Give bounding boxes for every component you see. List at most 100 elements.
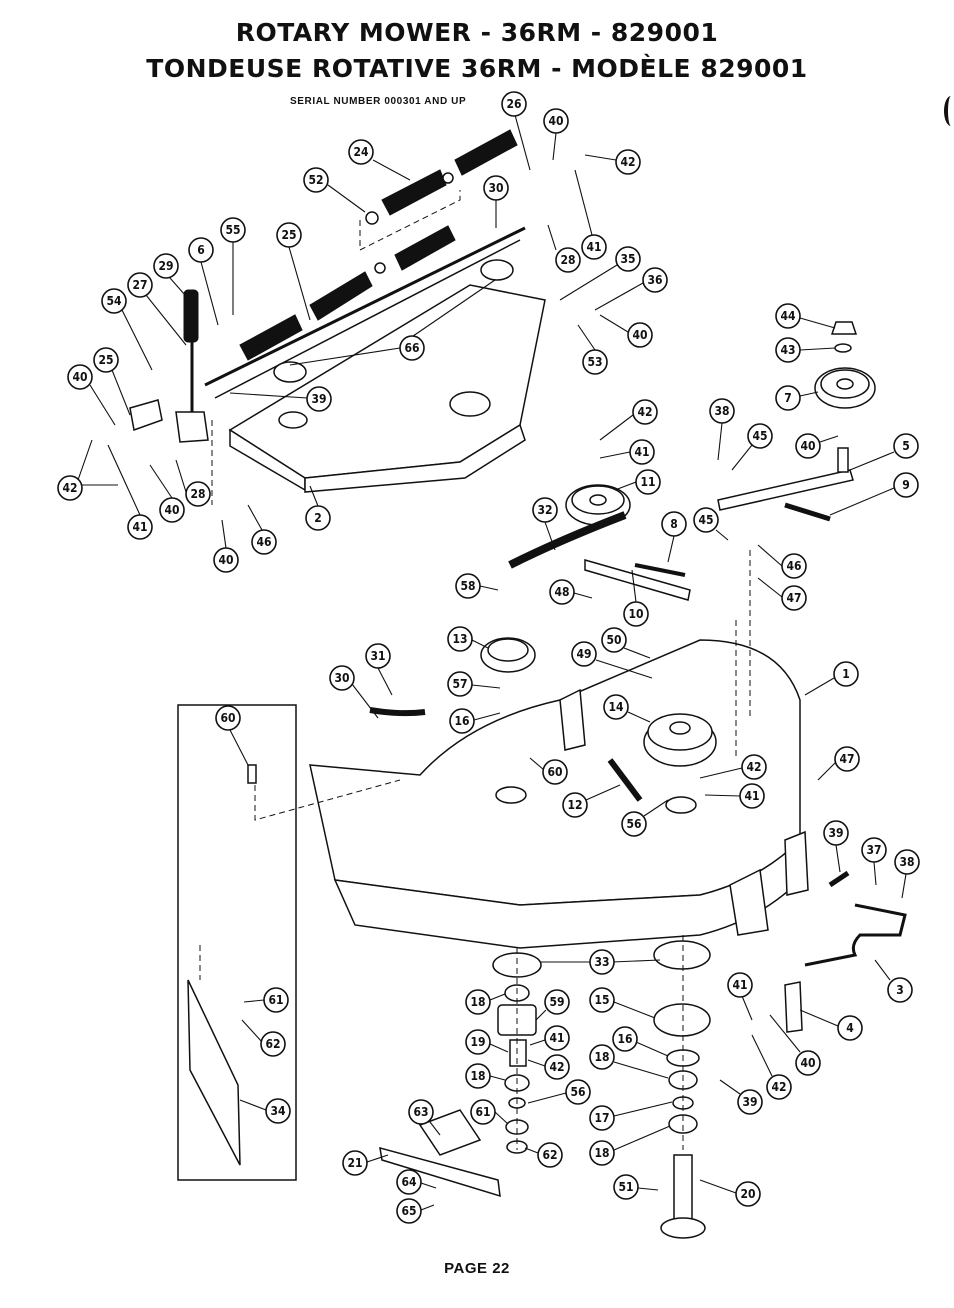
callout-52: 52 [303,167,366,213]
callout-47-deck: 47 [817,746,860,781]
callout-51: 51 [613,1174,659,1200]
callout-6: 6 [188,237,219,326]
callout-44: 44 [775,303,836,329]
svg-text:54: 54 [106,294,122,308]
callout-45-lower: 45 [693,507,729,541]
svg-text:30: 30 [488,181,503,195]
callout-38-rear: 38 [894,849,920,899]
callout-18-b: 18 [589,1044,669,1079]
callout-33: 33 [540,949,661,975]
svg-text:42: 42 [62,481,77,495]
callout-53: 53 [577,324,608,375]
rear-rod-assembly [784,870,907,1033]
svg-text:18: 18 [470,995,485,1009]
svg-text:41: 41 [586,240,601,254]
callout-55: 55 [220,217,246,315]
svg-text:19: 19 [470,1035,485,1049]
svg-text:16: 16 [454,714,469,728]
svg-text:35: 35 [620,252,635,266]
callout-26: 26 [501,91,531,171]
callout-40-idler: 40 [795,433,839,459]
roller-shaft-assembly [204,129,526,399]
callout-40: 40 [543,108,569,161]
svg-text:57: 57 [452,677,467,691]
callout-66: 66 [289,279,496,366]
page-subtitle: TONDEUSE ROTATIVE 36RM - MODÈLE 829001 [146,54,808,83]
svg-text:12: 12 [567,798,582,812]
callout-42-left: 42 [57,439,118,501]
svg-text:38: 38 [714,404,729,418]
callout-41-mid: 41 [599,439,655,465]
svg-text:6: 6 [197,243,205,257]
svg-text:62: 62 [542,1148,557,1162]
svg-text:40: 40 [800,439,815,453]
svg-text:10: 10 [628,607,643,621]
callout-49: 49 [571,641,653,679]
baffle-inset [177,704,426,1181]
callout-15: 15 [589,987,656,1019]
svg-text:11: 11 [640,475,655,489]
svg-text:42: 42 [746,760,761,774]
svg-text:56: 56 [570,1085,585,1099]
svg-text:46: 46 [786,559,801,573]
pulley-11 [508,484,631,569]
callout-18-d: 18 [589,1125,671,1166]
callout-17: 17 [589,1101,673,1131]
svg-text:14: 14 [608,700,624,714]
callout-11: 11 [614,469,661,495]
callout-5: 5 [849,433,919,471]
svg-text:39: 39 [311,392,326,406]
lift-handle [129,289,213,505]
svg-text:44: 44 [780,309,796,323]
callout-19: 19 [465,1029,509,1055]
svg-text:42: 42 [771,1080,786,1094]
svg-text:42: 42 [549,1060,564,1074]
callout-62-inset: 62 [241,1019,286,1057]
callout-31: 31 [365,643,393,696]
svg-text:40: 40 [632,328,647,342]
svg-text:45: 45 [752,429,767,443]
callout-40-right: 40 [599,314,653,348]
callout-25: 25 [276,222,311,321]
svg-text:63: 63 [413,1105,428,1119]
callout-labels: 26 40 24 42 52 30 55 25 6 29 27 54 28 41… [57,91,920,1224]
svg-text:18: 18 [594,1050,609,1064]
callout-27: 27 [127,272,187,346]
callout-38: 38 [709,398,735,461]
svg-text:9: 9 [902,478,910,492]
mower-deck-housing [309,550,809,949]
callout-60-deck: 60 [529,757,568,785]
svg-text:59: 59 [549,995,564,1009]
svg-text:40: 40 [72,370,87,384]
callout-25-left: 25 [93,347,131,416]
svg-text:61: 61 [475,1105,490,1119]
svg-text:51: 51 [618,1180,633,1194]
callout-2: 2 [305,485,331,531]
page-title: ROTARY MOWER - 36RM - 829001 [235,18,719,47]
callout-41-deck: 41 [704,783,765,809]
callout-40-rear: 40 [769,1014,821,1076]
spindle-assembly-right [653,935,711,1239]
serial-number-note: SERIAL NUMBER 000301 AND UP [290,96,467,107]
callout-28: 28 [547,224,581,273]
callout-40-bottom-left: 40 [213,519,239,573]
callout-42-spindle: 42 [527,1054,570,1080]
svg-text:53: 53 [587,355,602,369]
callout-43: 43 [775,337,836,363]
callout-40-lower-left: 40 [149,464,185,523]
svg-text:48: 48 [554,585,569,599]
callout-14: 14 [603,694,651,723]
callout-61-spindle: 61 [470,1099,509,1125]
callout-20: 20 [699,1179,761,1207]
deck-cover-plate [228,259,546,493]
callout-57: 57 [447,671,501,697]
callout-1: 1 [804,661,859,696]
callout-16-right: 16 [612,1026,669,1057]
svg-text:49: 49 [576,647,591,661]
svg-text:20: 20 [740,1187,755,1201]
svg-text:25: 25 [281,228,296,242]
svg-text:37: 37 [866,843,881,857]
svg-text:60: 60 [547,765,562,779]
svg-text:30: 30 [334,671,349,685]
